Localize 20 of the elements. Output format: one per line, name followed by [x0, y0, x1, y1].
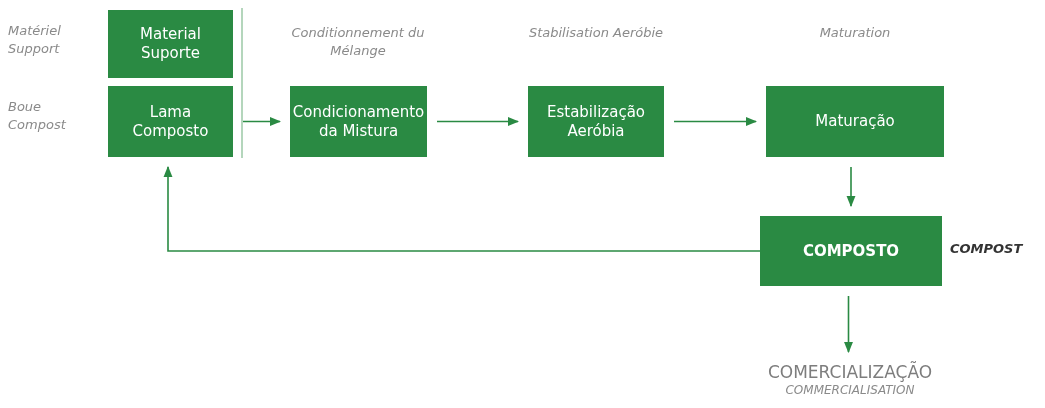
arrow — [673, 117, 758, 126]
translation-label: Matériel Support — [8, 22, 62, 58]
process-box: Estabilização Aeróbia — [528, 86, 664, 157]
process-box: Lama Composto — [108, 86, 233, 157]
process-box: Condicionamento da Mistura — [290, 86, 427, 157]
arrow — [163, 165, 761, 252]
node-label: COMERCIALIZAÇÃO — [767, 362, 933, 384]
translation-label: Maturation — [818, 24, 892, 42]
node-label: COMMERCIALISATION — [785, 383, 915, 399]
arrow — [436, 117, 520, 126]
translation-label: Boue Compost — [8, 98, 67, 134]
arrow — [846, 166, 856, 208]
arrow — [242, 117, 282, 126]
translation-label: COMPOST — [950, 240, 1024, 258]
translation-label: Stabilisation Aeróbie — [527, 24, 665, 42]
process-box: COMPOSTO — [760, 216, 942, 286]
process-box: Material Suporte — [108, 10, 233, 78]
translation-label: Conditionnement du Mélange — [290, 24, 426, 60]
arrow — [844, 295, 853, 354]
process-box: Maturação — [766, 86, 944, 157]
